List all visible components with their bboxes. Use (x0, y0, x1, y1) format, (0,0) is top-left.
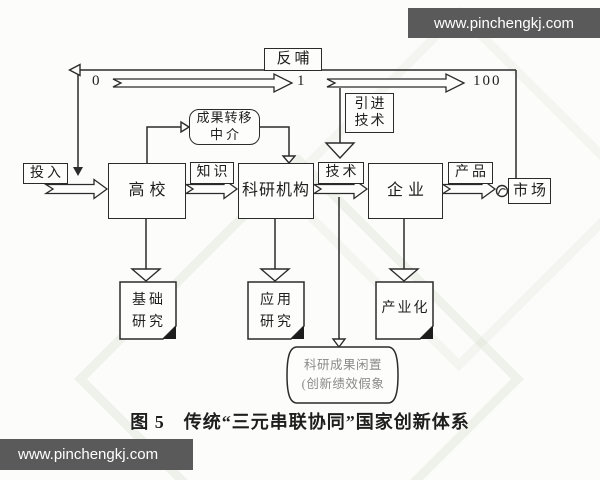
node-intermediary: 成果转移 中介 (189, 109, 260, 145)
scale-arrow-0-1 (112, 72, 294, 94)
doc-industrialization-label: 产业化 (381, 301, 430, 316)
scale-arrow-1-100 (326, 72, 466, 94)
node-enterprise: 企业 (368, 163, 443, 219)
node-technology: 技术 (318, 162, 364, 184)
idle-results-line1: 科研成果闲置 (303, 358, 382, 372)
arrowhead-basic-research (130, 268, 162, 282)
arrowhead-applied-research (259, 268, 291, 282)
node-university: 高校 (108, 163, 186, 219)
node-product: 产品 (448, 162, 493, 184)
node-input: 投入 (23, 163, 68, 184)
applied-research-line1: 应用 (260, 293, 294, 308)
arrowhead-industrialization (388, 268, 420, 282)
cylinder-idle-results-label: 科研成果闲置 (创新绩效假象 (292, 356, 394, 394)
doc-applied-research-label: 应用 研究 (248, 290, 303, 333)
idle-results-line2: (创新绩效假象 (301, 376, 385, 391)
doc-basic-research-label: 基础 研究 (120, 290, 175, 333)
node-research-institute: 科研机构 (238, 163, 314, 219)
watermark-bottom: www.pinchengkj.com (0, 439, 193, 470)
scale-label-100: 100 (473, 73, 502, 89)
watermark-top: www.pinchengkj.com (408, 8, 600, 38)
arrowhead-into-intermediary (180, 120, 191, 134)
doc-fold (163, 326, 176, 339)
scale-label-0: 0 (92, 73, 102, 89)
node-feedback: 反哺 (264, 48, 322, 71)
line-university-intermediary (146, 126, 181, 163)
node-market: 市场 (508, 178, 551, 204)
scale-label-1: 1 (297, 73, 307, 89)
doc-fold (291, 326, 304, 339)
feedback-down-arrowhead (73, 167, 83, 176)
doc-fold (420, 326, 433, 339)
line-intermediary-institute (259, 126, 290, 156)
feedback-left-arrowhead (67, 63, 81, 77)
node-knowledge: 知识 (190, 162, 234, 184)
arrowhead-into-cylinder (331, 338, 347, 349)
imported-tech-line2: 技术 (354, 114, 387, 129)
arrowhead-into-institute (281, 155, 297, 165)
junction-curl (497, 188, 506, 195)
node-imported-tech: 引进 技术 (345, 93, 394, 133)
intermediary-line1: 成果转移 (196, 110, 253, 126)
imported-tech-line1: 引进 (354, 96, 387, 112)
applied-research-line2: 研究 (260, 314, 294, 330)
intermediary-line2: 中介 (209, 127, 242, 142)
figure-caption: 图 5 传统“三元串联协同”国家创新体系 (130, 412, 470, 432)
basic-research-line2: 研究 (132, 314, 166, 330)
watermark-top-text: www.pinchengkj.com (433, 14, 575, 32)
basic-research-line1: 基础 (132, 293, 166, 308)
junction-circle (495, 184, 509, 198)
arrow-input-university (43, 178, 109, 200)
arrowhead-imported-tech (324, 142, 356, 160)
cylinder-idle-results (286, 346, 399, 404)
watermark-bottom-text: www.pinchengkj.com (18, 446, 159, 463)
